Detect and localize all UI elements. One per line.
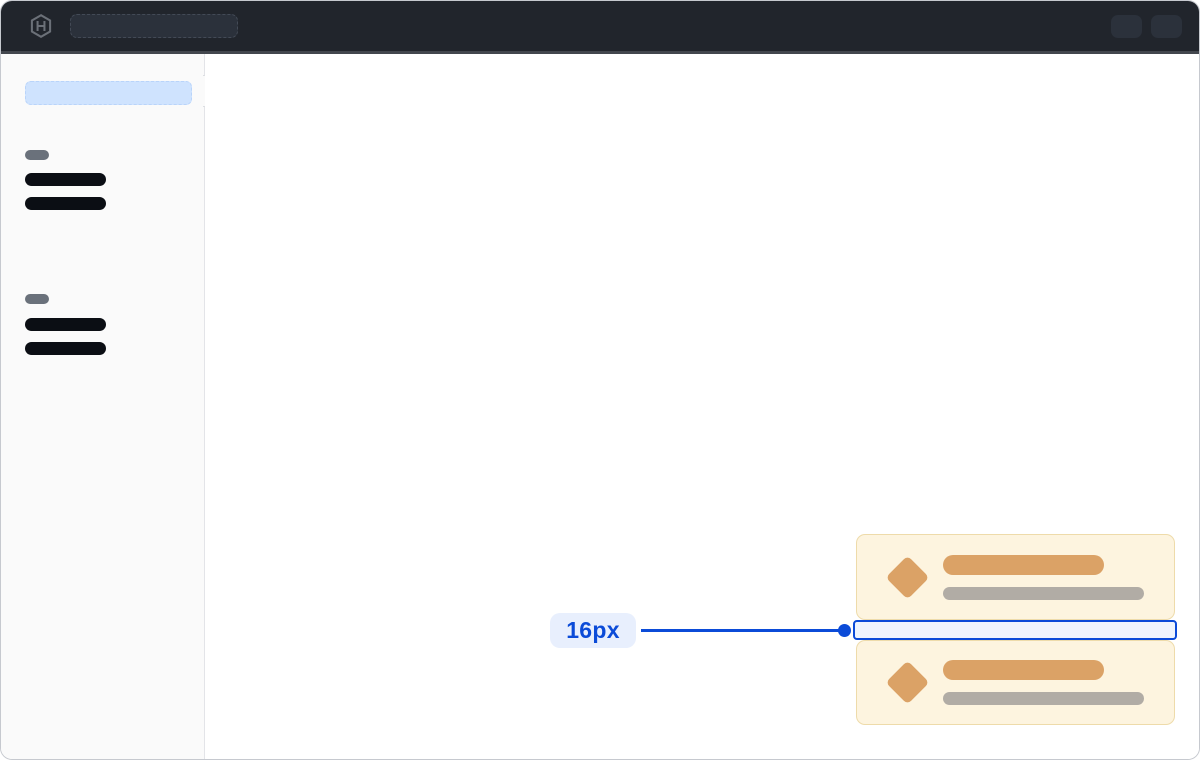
topbar-action-placeholder[interactable] (1151, 14, 1182, 38)
toast-text-block (943, 554, 1144, 600)
toast-title-placeholder (943, 554, 1104, 575)
sidebar-item-selected-placeholder[interactable] (25, 81, 192, 105)
toast-card (856, 640, 1175, 725)
sidebar (1, 54, 205, 759)
toast-text-block (943, 660, 1144, 705)
toast-title-placeholder (943, 660, 1104, 680)
diamond-icon (885, 660, 929, 705)
sidebar-item-placeholder[interactable] (25, 342, 106, 355)
hashicorp-logo-icon (28, 13, 54, 39)
measurement-dot (838, 624, 851, 637)
toast-description-placeholder (943, 692, 1144, 705)
search-input-placeholder[interactable] (70, 14, 238, 38)
top-navigation-bar (1, 1, 1199, 54)
sidebar-item-placeholder[interactable] (25, 318, 106, 331)
measurement-label: 16px (550, 613, 636, 648)
sidebar-item-placeholder[interactable] (25, 197, 106, 210)
diamond-icon (885, 555, 929, 599)
toast-description-placeholder (943, 586, 1144, 600)
measurement-line (641, 629, 841, 632)
measurement-area (853, 620, 1177, 640)
topbar-action-placeholder[interactable] (1111, 14, 1142, 38)
toast-card (856, 534, 1175, 620)
section-label-placeholder (25, 294, 49, 304)
topbar-actions (1111, 14, 1182, 38)
section-label-placeholder (25, 150, 49, 160)
sidebar-item-placeholder[interactable] (25, 173, 106, 186)
